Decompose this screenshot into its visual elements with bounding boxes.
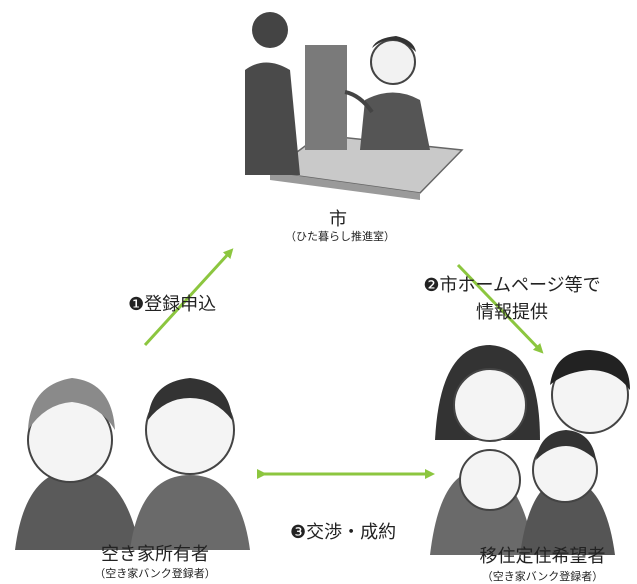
arrow-step1 bbox=[143, 248, 234, 347]
arrow-step2 bbox=[456, 263, 544, 354]
step3-label: ❸交渉・成約 bbox=[290, 522, 397, 543]
owner-couple-illustration bbox=[15, 378, 250, 550]
owner-subtitle: （空き家バンク登録者） bbox=[94, 567, 216, 580]
city-title: 市 bbox=[329, 209, 347, 230]
step2-line2: 情報提供 bbox=[476, 302, 548, 323]
step2-line1: ❷市ホームページ等で bbox=[423, 275, 601, 296]
migrant-title: 移住定住希望者 bbox=[479, 546, 606, 567]
migrant-family-illustration bbox=[430, 345, 630, 555]
city-office-illustration bbox=[245, 12, 464, 200]
step1-label: ❶登録申込 bbox=[128, 294, 217, 315]
migrant-subtitle: （空き家バンク登録者） bbox=[481, 570, 604, 583]
city-subtitle: （ひた暮らし推進室） bbox=[285, 230, 395, 243]
owner-title: 空き家所有者 bbox=[101, 544, 209, 565]
step2-label: ❷市ホームページ等で 情報提供 bbox=[392, 272, 632, 326]
